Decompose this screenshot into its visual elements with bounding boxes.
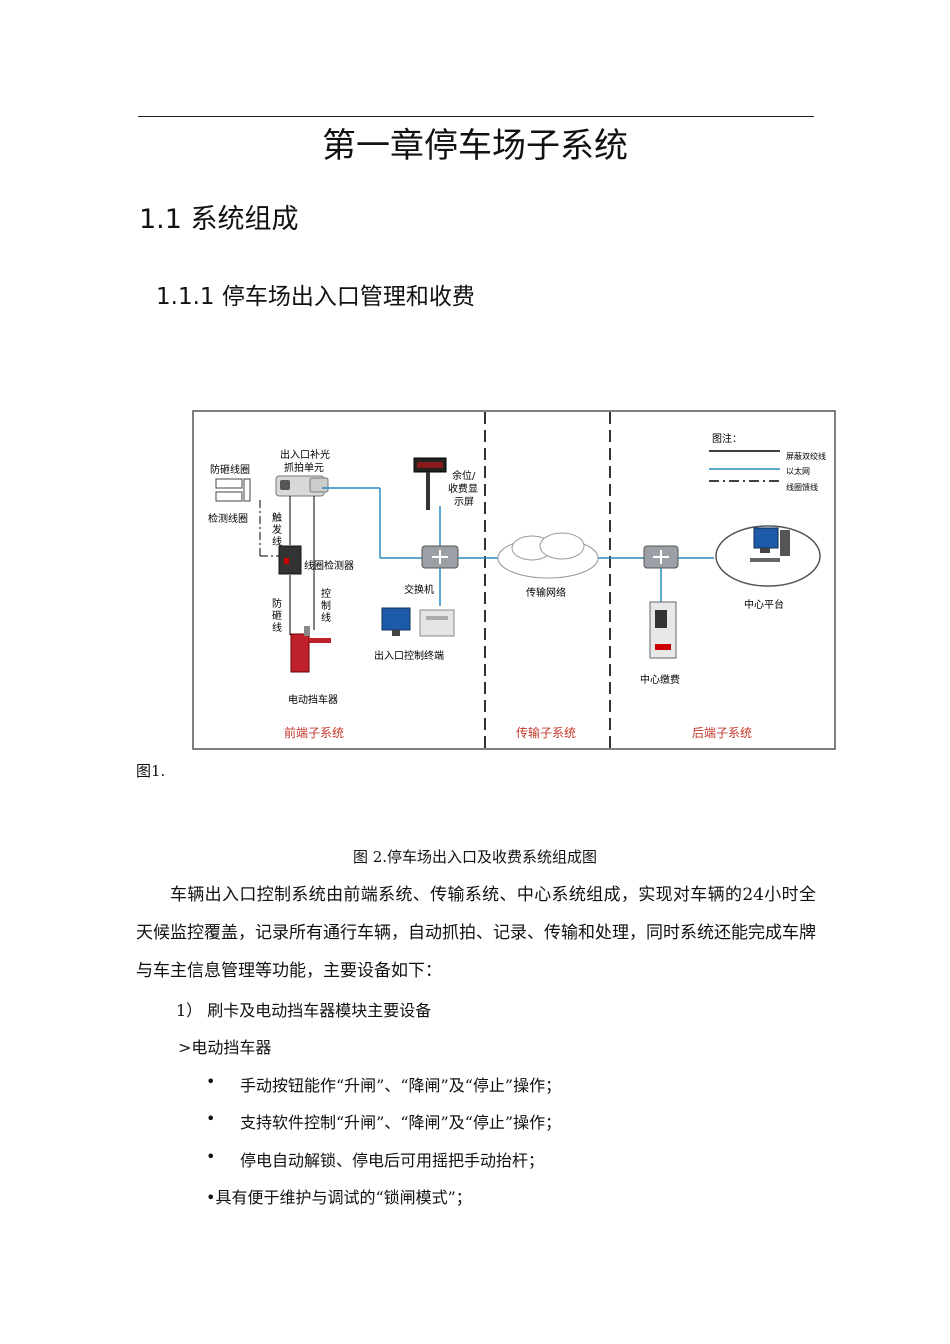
- display-label-3: 示屏: [454, 496, 474, 508]
- control-terminal-icon: [381, 607, 455, 637]
- legend-title: 图注：: [712, 432, 742, 445]
- section-heading: 1.1 系统组成: [139, 204, 299, 235]
- anti-smash-line-1: 防: [272, 597, 282, 610]
- switch-icon: [421, 545, 459, 569]
- transport-subsystem-label: 传输子系统: [516, 725, 576, 740]
- trigger-line-3: 线: [272, 535, 282, 548]
- figure-label: 图1.: [136, 762, 166, 780]
- camera-label-1: 出入口补光: [280, 448, 330, 461]
- center-platform-label: 中心平台: [744, 598, 784, 611]
- coil-detector-icon: [278, 545, 302, 575]
- bullet-item: 支持软件控制“升闸”、“降闸”及“停止”操作；: [240, 1113, 562, 1132]
- switch-label: 交换机: [404, 583, 434, 596]
- trigger-line-1: 触: [272, 511, 282, 524]
- legend-item-ethernet: 以太网: [786, 466, 810, 476]
- anti-smash-line-2: 砸: [272, 610, 282, 622]
- center-platform-icon: [750, 527, 790, 562]
- control-terminal-label: 出入口控制终端: [374, 649, 444, 662]
- camera-label-2: 抓拍单元: [284, 461, 324, 474]
- header-rule: [138, 116, 814, 117]
- camera-icon: [275, 475, 329, 497]
- anti-smash-line-3: 线: [272, 621, 282, 634]
- front-subsystem-label: 前端子系统: [284, 725, 344, 740]
- bullet-item: 手动按钮能作“升闸”、“降闸”及“停止”操作；: [240, 1076, 562, 1095]
- system-diagram: 图注： 屏蔽双绞线 以太网 线圈馈线 防砸线圈 检测线圈 出入口补光 抓拍单元 …: [192, 410, 836, 750]
- backend-switch-icon: [643, 545, 679, 569]
- bullet-marker: •: [206, 1072, 216, 1091]
- legend-item-shielded: 屏蔽双绞线: [786, 451, 826, 461]
- anti-smash-coil-label: 防砸线圈: [210, 463, 250, 476]
- figure-caption: 图 2.停车场出入口及收费系统组成图: [352, 848, 598, 866]
- display-screen-icon: [413, 457, 447, 510]
- control-line-3: 线: [321, 611, 331, 624]
- back-subsystem-label: 后端子系统: [692, 726, 752, 740]
- legend-item-feeder: 线圈馈线: [786, 482, 818, 492]
- payment-kiosk-icon: [649, 601, 677, 659]
- barrier-gate-icon: [290, 626, 331, 673]
- display-label-2: 收费显: [448, 482, 478, 495]
- center-platform-ring: [715, 525, 821, 587]
- sub-heading: >电动挡车器: [178, 1038, 272, 1057]
- bullet-item: 停电自动解锁、停电后可用摇把手动抬杆；: [240, 1151, 545, 1170]
- last-bullet-line: •具有便于维护与调试的“锁闸模式”；: [206, 1188, 472, 1207]
- subsection-heading: 1.1.1 停车场出入口管理和收费: [156, 284, 475, 310]
- list-heading: 1） 刷卡及电动挡车器模块主要设备: [176, 1001, 432, 1020]
- barrier-label: 电动挡车器: [288, 693, 338, 706]
- coil-detector-label: 线圈检测器: [304, 559, 354, 572]
- network-cloud-icon: [497, 532, 599, 579]
- network-label: 传输网络: [526, 586, 566, 599]
- display-label-1: 余位/: [452, 469, 476, 482]
- bullet-marker: •: [206, 1109, 216, 1128]
- detect-coil-label: 检测线圈: [208, 512, 248, 525]
- chapter-title: 第一章停车场子系统: [322, 126, 628, 166]
- bullet-marker: •: [206, 1147, 216, 1166]
- control-line-2: 制: [321, 599, 331, 612]
- control-line-1: 控: [321, 587, 331, 600]
- center-payment-label: 中心缴费: [640, 673, 680, 686]
- body-paragraph: 车辆出入口控制系统由前端系统、传输系统、中心系统组成，实现对车辆的24小时全天候…: [136, 885, 816, 981]
- trigger-line-2: 发: [272, 523, 282, 536]
